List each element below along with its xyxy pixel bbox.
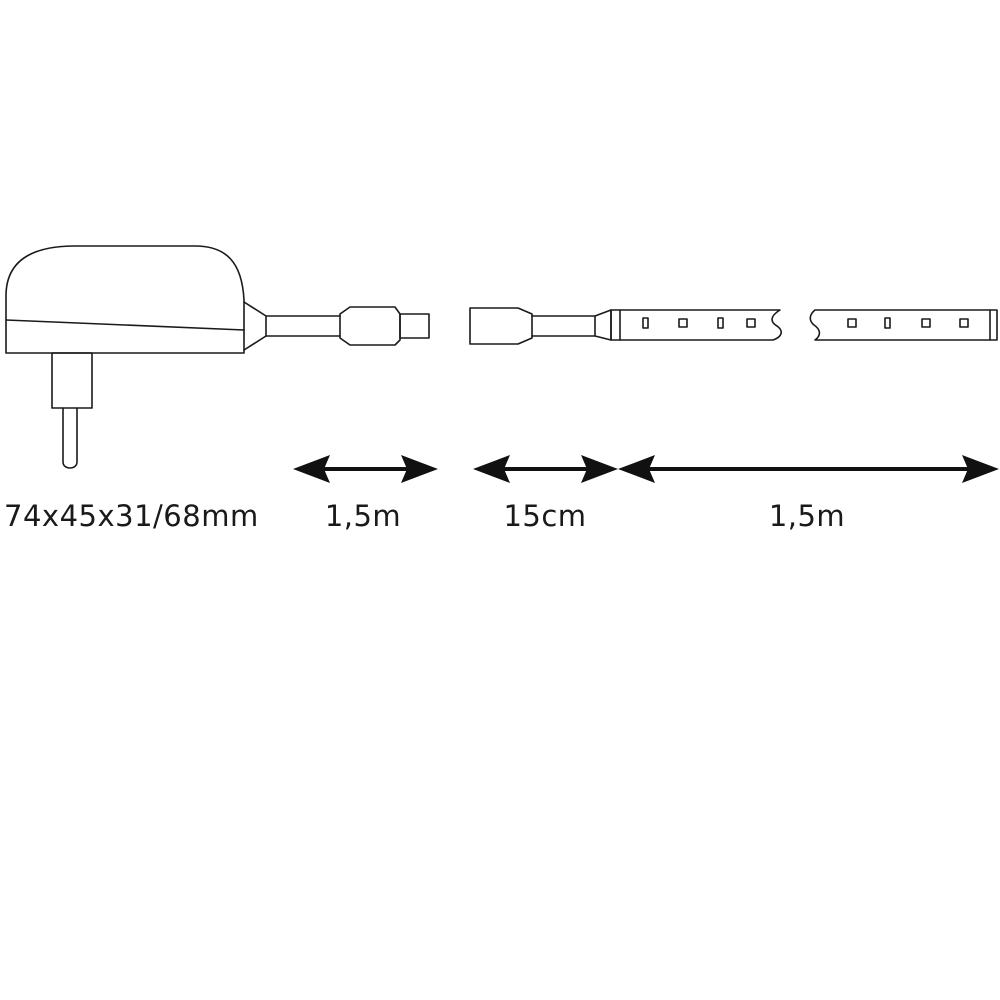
barrel-plug xyxy=(339,306,401,346)
led-chip xyxy=(746,318,756,328)
led-chip xyxy=(847,318,857,328)
female-socket xyxy=(469,307,533,345)
cable-wire xyxy=(265,315,341,337)
led-chip xyxy=(717,317,724,329)
strip-body xyxy=(809,309,998,341)
power-adapter xyxy=(5,245,267,469)
plug-pin xyxy=(62,407,78,469)
led-chip xyxy=(642,317,649,329)
led-strip-segment-1 xyxy=(610,309,782,341)
power-cable xyxy=(265,306,430,346)
dimension-arrow-strip xyxy=(618,455,999,483)
adapter-housing xyxy=(5,245,245,354)
strip-length-label: 1,5m xyxy=(769,499,845,533)
adapter-strain-relief xyxy=(243,301,267,351)
cable-length-label: 1,5m xyxy=(325,499,401,533)
connector-wire xyxy=(531,315,596,337)
plug-base xyxy=(51,352,93,409)
strip-connector-head xyxy=(594,309,612,341)
adapter-seam xyxy=(5,319,245,331)
led-strip-segment-2 xyxy=(809,309,998,341)
connector-cable xyxy=(469,307,612,345)
dimension-arrow-connector xyxy=(473,455,618,483)
dimension-arrow-cable xyxy=(293,455,438,483)
led-chip xyxy=(921,318,931,328)
barrel-plug-tip xyxy=(399,313,430,339)
led-chip xyxy=(884,317,891,329)
connector-length-label: 15cm xyxy=(503,499,586,533)
led-chip xyxy=(678,318,688,328)
led-chip xyxy=(959,318,969,328)
strip-body xyxy=(610,309,782,341)
adapter-dimensions-label: 74x45x31/68mm xyxy=(4,499,259,533)
